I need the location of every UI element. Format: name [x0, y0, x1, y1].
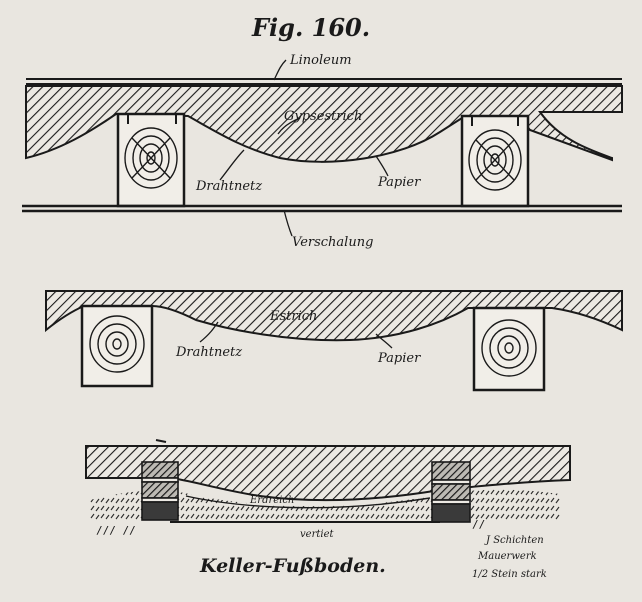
- section-1-leaders: [219, 59, 389, 237]
- label-paper: Papier: [377, 175, 421, 190]
- timber-beam-left-2: [80, 304, 154, 388]
- ground-hatch-left: /// //: [96, 524, 136, 537]
- brick-pier-left: [141, 461, 179, 521]
- label-gypsum-screed: Gypsestrich: [284, 109, 362, 124]
- label-formwork: Verschalung: [292, 235, 373, 250]
- brick-pier-right: [431, 461, 471, 523]
- note-line-2: Mauerwerk: [477, 551, 537, 562]
- timber-beam-right: [460, 114, 530, 208]
- label-ground: Erdreich: [249, 495, 294, 506]
- section-caption: Keller-Fußboden.: [199, 555, 386, 577]
- note-line-1: J Schichten: [484, 535, 544, 546]
- gypsum-screed: [25, 85, 623, 163]
- timber-beam-right-2: [472, 306, 546, 392]
- label-wire-mesh-2: Drahtnetz: [175, 345, 242, 360]
- section-2-leaders: [199, 321, 393, 349]
- note-line-3: 1/2 Stein stark: [472, 569, 547, 580]
- timber-beam-left: [116, 112, 186, 208]
- figure-title: Fig. 160.: [251, 13, 370, 42]
- label-bottom: vertiet: [300, 529, 334, 540]
- label-wire-mesh: Drahtnetz: [195, 179, 262, 194]
- label-linoleum: Linoleum: [289, 53, 352, 68]
- label-screed: Estrich: [269, 309, 317, 324]
- label-paper-2: Papier: [377, 351, 421, 366]
- ground-hatch-right: //: [472, 518, 485, 531]
- section-1: Linoleum Gypsestrich Drahtnetz Papier Ve…: [22, 53, 623, 250]
- section-2: Estrich Drahtnetz Papier: [45, 290, 623, 392]
- section-3: /// // // Erdreich vertiet J Schichten M…: [85, 439, 571, 580]
